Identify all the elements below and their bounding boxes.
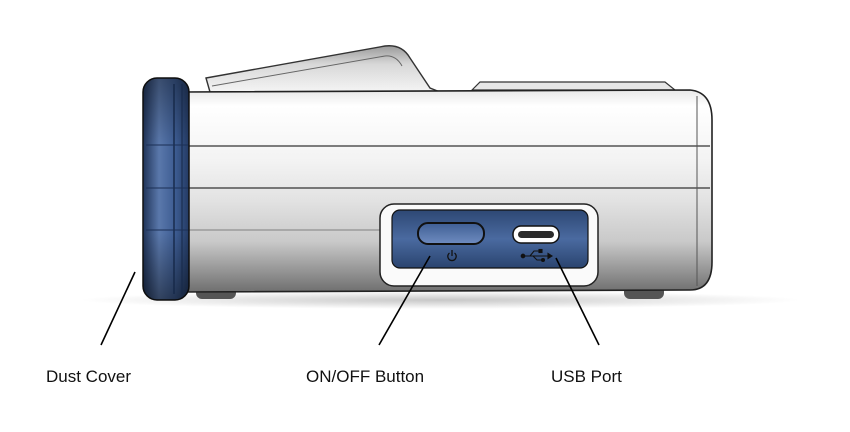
usb-port-slot <box>518 231 554 238</box>
usb-icon <box>520 248 554 263</box>
ground-shadow <box>80 291 800 309</box>
top-handle <box>205 45 441 93</box>
dust-cover-label: Dust Cover <box>46 367 132 386</box>
on-off-button-label: ON/OFF Button <box>306 367 425 386</box>
usb-port-leader <box>555 257 600 346</box>
power-icon <box>447 250 457 262</box>
top-rear-bump <box>470 81 677 91</box>
dust-cover-leader <box>100 271 136 346</box>
top-handle-edge <box>211 55 403 87</box>
usb-port-label: USB Port <box>551 367 622 386</box>
on-off-leader <box>378 255 431 346</box>
on-off-button[interactable] <box>417 222 485 245</box>
dust-cover-shade <box>143 78 189 300</box>
